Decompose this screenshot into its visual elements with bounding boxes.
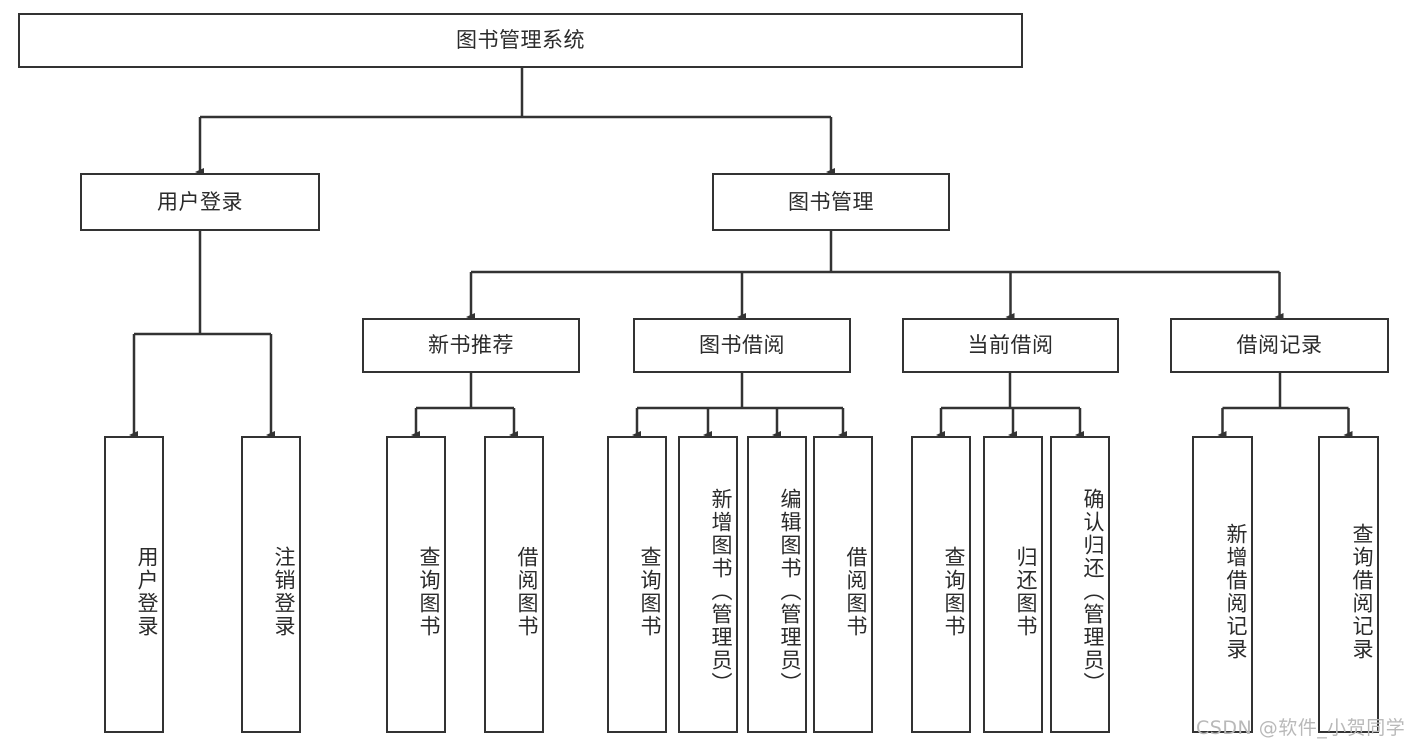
node-leaf-borrow-book-rec[interactable]: 借阅图书 [484, 436, 544, 733]
node-borrow-record[interactable]: 借阅记录 [1170, 318, 1389, 373]
watermark-text: CSDN @软件_小贺同学 [1196, 717, 1405, 739]
node-label: 借阅图书 [515, 545, 539, 638]
node-label: 当前借阅 [967, 333, 1054, 358]
node-leaf-logout[interactable]: 注销登录 [241, 436, 301, 733]
node-root[interactable]: 图书管理系统 [18, 13, 1023, 68]
node-leaf-add-book[interactable]: 新增图书（管理员） [678, 436, 738, 733]
node-user-login[interactable]: 用户登录 [80, 173, 320, 231]
node-leaf-query-record[interactable]: 查询借阅记录 [1318, 436, 1379, 733]
node-leaf-confirm-return[interactable]: 确认归还（管理员） [1050, 436, 1110, 733]
node-leaf-user-login[interactable]: 用户登录 [104, 436, 164, 733]
node-label: 图书管理系统 [456, 28, 585, 53]
node-label: 归还图书 [1014, 545, 1038, 638]
node-label: 注销登录 [272, 545, 296, 638]
node-book-borrow[interactable]: 图书借阅 [633, 318, 851, 373]
node-label: 借阅记录 [1236, 333, 1323, 358]
node-label: 查询图书 [417, 545, 441, 638]
tree-connectors [129, 68, 1353, 439]
node-label: 新增借阅记录 [1224, 522, 1248, 661]
node-label: 新增图书（管理员） [709, 488, 733, 695]
node-new-book-rec[interactable]: 新书推荐 [362, 318, 580, 373]
node-leaf-query-book-rec[interactable]: 查询图书 [386, 436, 446, 733]
node-label: 借阅图书 [844, 545, 868, 638]
node-label: 查询图书 [638, 545, 662, 638]
node-current-borrow[interactable]: 当前借阅 [902, 318, 1119, 373]
node-leaf-return-book[interactable]: 归还图书 [983, 436, 1043, 733]
node-leaf-query-book[interactable]: 查询图书 [607, 436, 667, 733]
node-leaf-add-record[interactable]: 新增借阅记录 [1192, 436, 1253, 733]
node-leaf-edit-book[interactable]: 编辑图书（管理员） [747, 436, 807, 733]
node-label: 查询借阅记录 [1350, 522, 1374, 661]
node-leaf-query-book-cur[interactable]: 查询图书 [911, 436, 971, 733]
node-label: 查询图书 [942, 545, 966, 638]
node-label: 图书借阅 [699, 333, 785, 358]
node-label: 确认归还（管理员） [1081, 488, 1105, 695]
node-label: 用户登录 [157, 189, 243, 214]
node-label: 用户登录 [135, 545, 159, 638]
node-label: 新书推荐 [428, 333, 514, 358]
node-leaf-borrow-book[interactable]: 借阅图书 [813, 436, 873, 733]
node-label: 编辑图书（管理员） [778, 488, 802, 695]
node-label: 图书管理 [788, 189, 874, 214]
node-book-manage[interactable]: 图书管理 [712, 173, 950, 231]
